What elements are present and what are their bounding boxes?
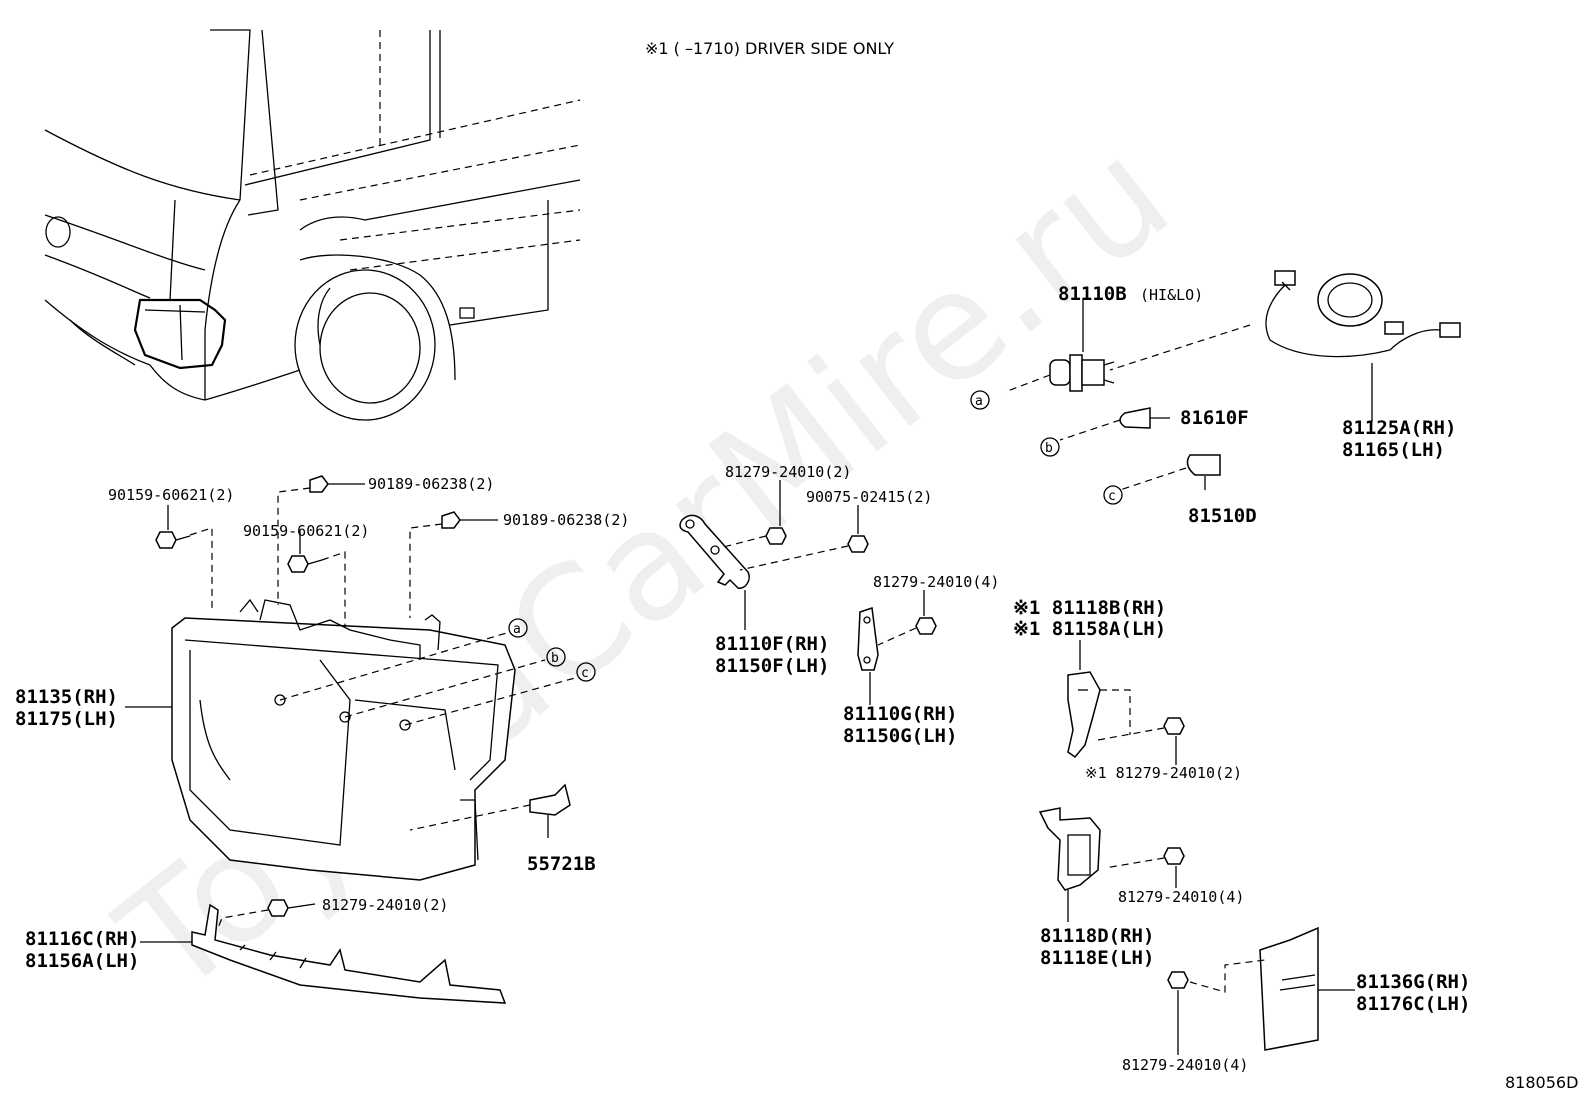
callout-b-lamp: b xyxy=(551,651,559,666)
diagram-id: 818056D xyxy=(1505,1073,1578,1092)
callout-c-lamp: c xyxy=(581,666,589,681)
label-90159-b: 90159-60621(2) xyxy=(243,522,369,540)
bolt-icon-1 xyxy=(155,531,191,549)
label-81150g: 81150G(LH) xyxy=(843,725,957,747)
wire-harness-icon xyxy=(1265,270,1461,358)
label-81165: 81165(LH) xyxy=(1342,439,1445,461)
bracket-81110f-icon xyxy=(679,514,750,589)
label-81110g: 81110G(RH) xyxy=(843,703,957,725)
vehicle-front-illustration xyxy=(44,29,581,421)
label-81110b-sub: (HI&LO) xyxy=(1140,286,1203,304)
wedge-bulb-81510d-icon xyxy=(1186,454,1221,490)
callout-a-bulb: a xyxy=(975,394,983,409)
label-81279-a: 81279-24010(2) xyxy=(322,896,448,914)
headlamp-assembly xyxy=(171,598,516,881)
lower-bracket-icon xyxy=(191,903,507,1004)
label-90189-b: 90189-06238(2) xyxy=(503,511,629,529)
callout-b-bulb: b xyxy=(1045,441,1053,456)
nut-icon-2 xyxy=(441,511,461,529)
label-81279-c: 81279-24010(4) xyxy=(873,573,999,591)
label-55721b: 55721B xyxy=(527,853,596,875)
label-81158a: ※1 81158A(LH) xyxy=(1013,618,1166,640)
label-90189-a: 90189-06238(2) xyxy=(368,475,494,493)
bolt-icon-7 xyxy=(1163,717,1185,735)
hi-lo-bulb-icon xyxy=(1049,354,1115,392)
label-81118e: 81118E(LH) xyxy=(1040,947,1154,969)
bolt-icon-3 xyxy=(267,899,316,917)
part-labels: 81110B (HI&LO) 81610F 81510D 81125A(RH) … xyxy=(15,283,1470,1074)
label-81150f: 81150F(LH) xyxy=(715,655,829,677)
label-81510d: 81510D xyxy=(1188,505,1257,527)
bolt-icon-4 xyxy=(765,527,787,545)
small-bulb-81610f-icon xyxy=(1119,407,1170,429)
clip-55721b-icon xyxy=(529,783,571,838)
label-81610f: 81610F xyxy=(1180,407,1249,429)
callout-c-bulb: c xyxy=(1108,489,1116,504)
bracket-81110g-icon xyxy=(857,606,879,671)
label-81110f: 81110F(RH) xyxy=(715,633,829,655)
driver-side-note: ※1 ( –1710) DRIVER SIDE ONLY xyxy=(645,39,894,58)
label-81136g: 81136G(RH) xyxy=(1356,971,1470,993)
label-81175: 81175(LH) xyxy=(15,708,118,730)
label-81110b: 81110B xyxy=(1058,283,1127,305)
bulb-socket-group xyxy=(1004,270,1461,491)
cover-81136g-icon xyxy=(1259,926,1319,1051)
bolt-icon-6 xyxy=(915,617,937,635)
label-81156a: 81156A(LH) xyxy=(25,950,139,972)
label-81116c: 81116C(RH) xyxy=(25,928,139,950)
label-81279-b: 81279-24010(2) xyxy=(725,463,851,481)
label-90159-a: 90159-60621(2) xyxy=(108,486,234,504)
label-81279-e: 81279-24010(4) xyxy=(1118,888,1244,906)
bolt-icon-2 xyxy=(287,555,323,573)
label-81118b: ※1 81118B(RH) xyxy=(1013,597,1166,619)
label-81176c: 81176C(LH) xyxy=(1356,993,1470,1015)
label-81118d: 81118D(RH) xyxy=(1040,925,1154,947)
label-81125a: 81125A(RH) xyxy=(1342,417,1456,439)
label-90075: 90075-02415(2) xyxy=(806,488,932,506)
headlamp-callouts: a b c xyxy=(508,618,596,682)
nut-icon-1 xyxy=(309,475,329,493)
bolt-icon-8 xyxy=(1163,847,1185,865)
bolt-icon-9 xyxy=(1167,971,1189,989)
bracket-81118b-icon xyxy=(1067,671,1101,759)
headlamp-screws xyxy=(155,475,498,628)
label-81279-f: 81279-24010(4) xyxy=(1122,1056,1248,1074)
watermark: ToyotaCarMire.ru xyxy=(89,107,1201,1029)
bulb-callouts: a b c xyxy=(970,390,1123,505)
bolt-icon-5 xyxy=(847,535,869,553)
label-81135: 81135(RH) xyxy=(15,686,118,708)
bracket-81118d-icon xyxy=(1038,807,1101,891)
label-81279-d: ※1 81279-24010(2) xyxy=(1085,764,1242,782)
callout-a-lamp: a xyxy=(513,622,521,637)
